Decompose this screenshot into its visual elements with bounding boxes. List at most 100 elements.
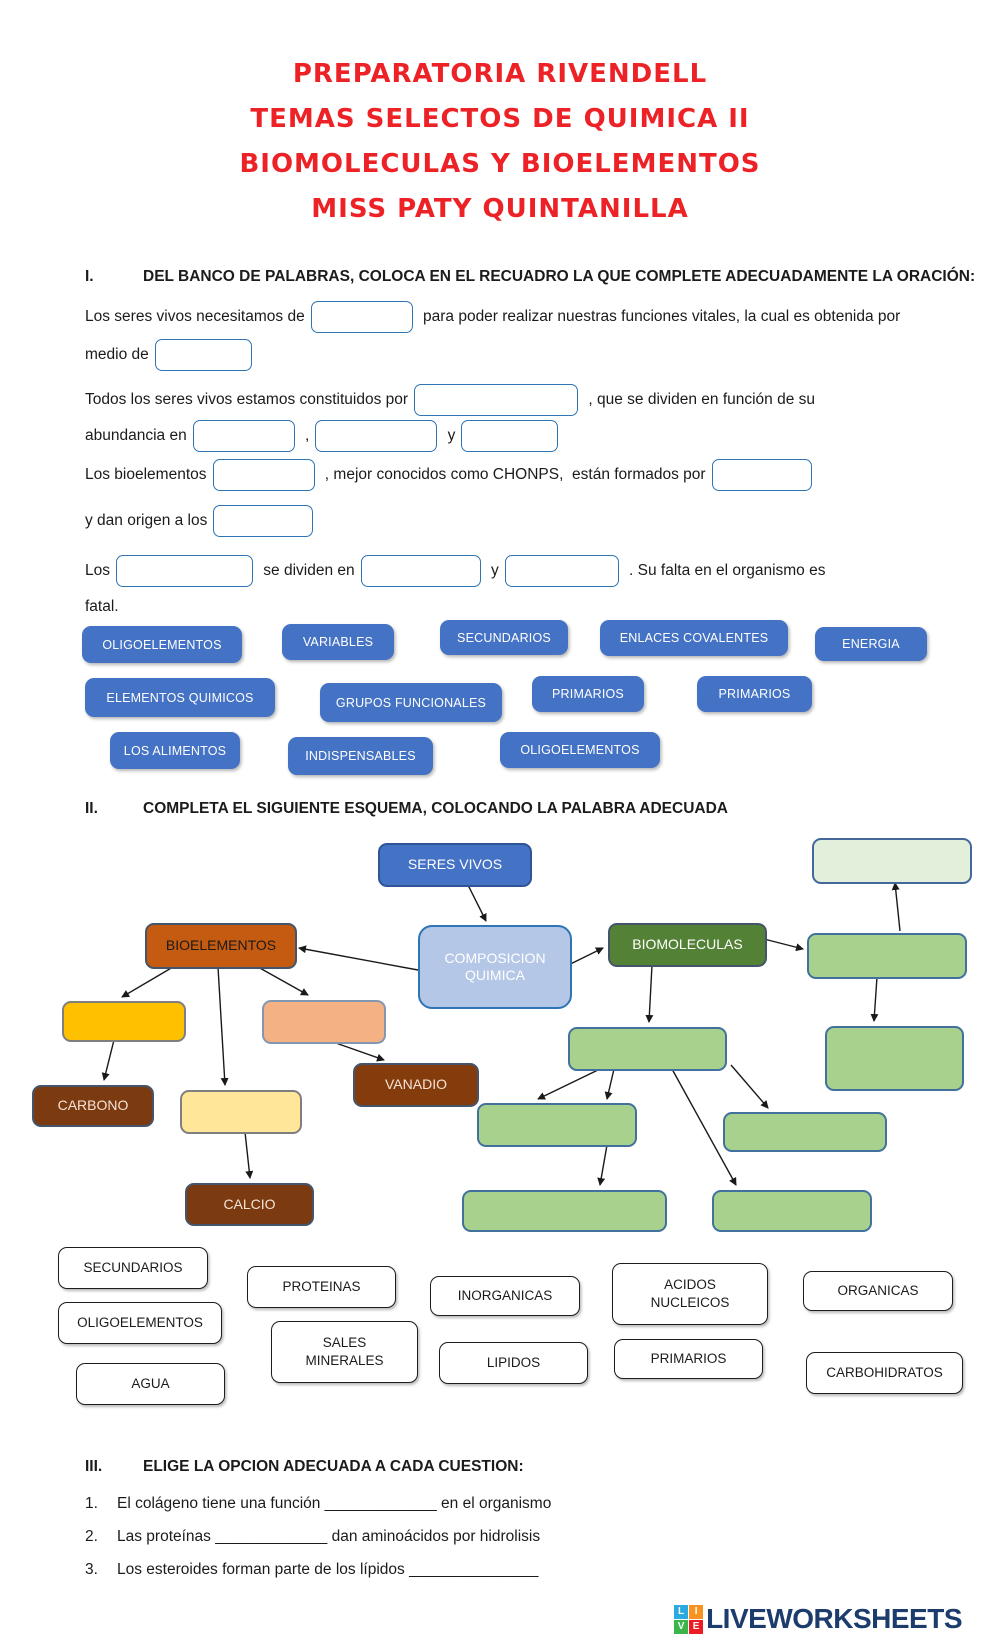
connector-arrow — [604, 1068, 615, 1100]
sentence-line: Los se dividen en y . Su falta en el org… — [85, 554, 825, 588]
word-chip-secundarios[interactable]: SECUNDARIOS — [440, 620, 568, 655]
question-row: 3.Los esteroides forman parte de los líp… — [85, 1561, 538, 1579]
sentence-line: y dan origen a los — [85, 504, 319, 538]
word-chip-sales-minerales[interactable]: SALES MINERALES — [271, 1321, 418, 1383]
diagram-answer-box-yellow[interactable] — [62, 1001, 186, 1042]
answer-box[interactable] — [360, 555, 481, 587]
diagram-box-carbono: CARBONO — [32, 1085, 154, 1127]
connector-arrow — [597, 1144, 608, 1186]
sentence-text: medio de — [85, 346, 149, 363]
sentence-text: Todos los seres vivos estamos constituid… — [85, 391, 409, 408]
answer-box[interactable] — [154, 339, 252, 371]
connector-arrow — [645, 964, 654, 1023]
answer-box[interactable] — [504, 555, 619, 587]
sentence-text: Los — [85, 562, 110, 579]
word-chip-enlaces-covalentes[interactable]: ENLACES COVALENTES — [600, 620, 788, 656]
word-chip-variables[interactable]: VARIABLES — [282, 624, 394, 660]
section1-heading-text: DEL BANCO DE PALABRAS, COLOCA EN EL RECU… — [143, 268, 976, 285]
question-row: 2. Las proteínas _____________ dan aminoá… — [85, 1528, 540, 1546]
question-text[interactable]: Las proteínas _____________ dan aminoáci… — [117, 1528, 541, 1545]
word-chip-primarios[interactable]: PRIMARIOS — [532, 676, 644, 712]
diagram-answer-box-bottom-2[interactable] — [712, 1190, 872, 1232]
question-text[interactable]: Los esteroides forman parte de los lípid… — [117, 1561, 539, 1578]
diagram-answer-box-right-1[interactable] — [807, 933, 967, 979]
section3-numeral: III. — [85, 1458, 103, 1475]
sentence-text: , que se dividen en función de su — [584, 391, 816, 408]
word-chip-primarios[interactable]: PRIMARIOS — [614, 1339, 763, 1379]
word-chip-carbohidratos[interactable]: CARBOHIDRATOS — [806, 1352, 963, 1394]
title-line: MISS PATY QUINTANILLA — [311, 194, 689, 224]
section3-heading-text: ELIGE LA OPCION ADECUADA A CADA CUESTION… — [143, 1458, 524, 1475]
diagram-answer-box-light-yellow[interactable] — [180, 1090, 302, 1134]
sentence-text: y — [486, 562, 499, 579]
answer-box[interactable] — [212, 459, 315, 491]
connector-arrow — [870, 976, 879, 1022]
connector-arrow — [298, 945, 419, 971]
diagram-box-composicion-quimica: COMPOSICION QUIMICA — [418, 925, 572, 1009]
logo-square-i: I — [689, 1604, 704, 1619]
connector-arrow — [257, 966, 309, 996]
question-text[interactable]: El colágeno tiene una función __________… — [117, 1495, 552, 1512]
question-row: 1. El colágeno tiene una función ________… — [85, 1495, 551, 1513]
connector-arrow — [332, 1041, 385, 1062]
sentence-text: , mejor conocidos como CHONPS, están for… — [320, 466, 706, 483]
diagram-box-biomoleculas: BIOMOLECULAS — [608, 923, 767, 967]
diagram-answer-box-top-right[interactable] — [812, 838, 972, 884]
title-line: TEMAS SELECTOS DE QUIMICA II — [250, 104, 750, 134]
word-chip-secundarios[interactable]: SECUNDARIOS — [58, 1247, 208, 1289]
answer-box[interactable] — [315, 420, 438, 452]
section2-heading: II.COMPLETA EL SIGUIENTE ESQUEMA, COLOCA… — [85, 800, 728, 818]
answer-box[interactable] — [310, 301, 413, 333]
question-number: 2. — [85, 1528, 98, 1545]
word-chip-elementos-quimicos[interactable]: ELEMENTOS QUIMICOS — [85, 678, 275, 717]
diagram-answer-box-center-2[interactable] — [477, 1103, 637, 1147]
sentence-text: y — [443, 427, 456, 444]
concept-map-arrows — [101, 882, 901, 1186]
sentence-line: fatal. — [85, 590, 119, 624]
sentence-line: abundancia en , y — [85, 419, 564, 453]
word-chip-lipidos[interactable]: LIPIDOS — [439, 1342, 588, 1384]
word-chip-indispensables[interactable]: INDISPENSABLES — [288, 737, 433, 775]
sentence-line: Los bioelementos , mejor conocidos como … — [85, 458, 818, 492]
word-chip-organicas[interactable]: ORGANICAS — [803, 1271, 953, 1311]
word-chip-energia[interactable]: ENERGIA — [815, 627, 927, 661]
section2-heading-text: COMPLETA EL SIGUIENTE ESQUEMA, COLOCANDO… — [143, 800, 728, 817]
word-chip-primarios[interactable]: PRIMARIOS — [697, 676, 812, 712]
answer-box[interactable] — [414, 384, 579, 416]
title-line: BIOMOLECULAS Y BIOELEMENTOS — [239, 149, 761, 179]
answer-box[interactable] — [116, 555, 253, 587]
question-number: 1. — [85, 1495, 98, 1512]
word-chip-oligoelementos[interactable]: OLIGOELEMENTOS — [500, 732, 660, 768]
word-chip-agua[interactable]: AGUA — [76, 1363, 225, 1405]
sentence-line: Los seres vivos necesitamos de para pode… — [85, 300, 900, 334]
connector-arrow — [467, 884, 487, 922]
diagram-answer-box-peach[interactable] — [262, 1000, 386, 1044]
word-chip-grupos-funcionales[interactable]: GRUPOS FUNCIONALES — [320, 683, 502, 722]
word-chip-acidos-nucleicos[interactable]: ACIDOS NUCLEICOS — [612, 1263, 768, 1325]
connector-arrow — [763, 938, 804, 952]
word-chip-oligoelementos[interactable]: OLIGOELEMENTOS — [82, 626, 242, 663]
word-chip-oligoelementos[interactable]: OLIGOELEMENTOS — [58, 1302, 222, 1344]
sentence-text: se dividen en — [259, 562, 355, 579]
logo-square-l: L — [674, 1604, 689, 1619]
liveworksheets-logo-text: LIVEWORKSHEETS — [706, 1603, 962, 1634]
answer-box[interactable] — [711, 459, 812, 491]
diagram-answer-box-right-2[interactable] — [825, 1026, 964, 1091]
connector-arrow — [121, 966, 174, 998]
diagram-answer-box-bottom-1[interactable] — [462, 1190, 667, 1232]
diagram-answer-box-center-1[interactable] — [568, 1027, 727, 1071]
answer-box[interactable] — [461, 420, 559, 452]
connector-arrow — [217, 966, 229, 1086]
answer-box[interactable] — [213, 505, 314, 537]
word-chip-los-alimentos[interactable]: LOS ALIMENTOS — [110, 732, 240, 769]
diagram-answer-box-center-3[interactable] — [723, 1112, 887, 1152]
sentence-line: Todos los seres vivos estamos constituid… — [85, 383, 815, 417]
word-chip-proteinas[interactable]: PROTEINAS — [247, 1266, 396, 1308]
word-chip-inorganicas[interactable]: INORGANICAS — [430, 1276, 580, 1316]
connector-arrow — [891, 882, 901, 932]
sentence-text: Los seres vivos necesitamos de — [85, 308, 305, 325]
answer-box[interactable] — [192, 420, 295, 452]
